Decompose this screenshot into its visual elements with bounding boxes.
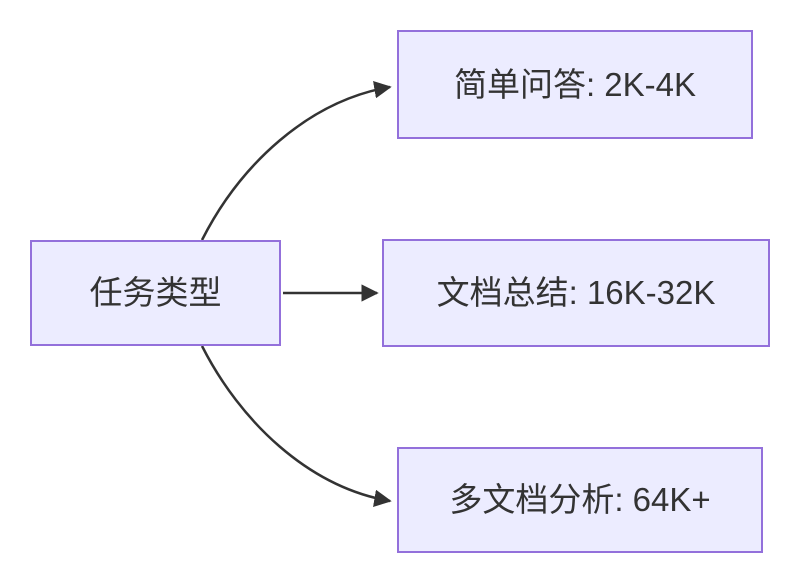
node-task-type-label: 任务类型 bbox=[89, 274, 222, 312]
node-simple-qa-label: 简单问答: 2K-4K bbox=[453, 65, 697, 103]
node-doc-summary: 文档总结: 16K-32K bbox=[382, 239, 770, 347]
edge-root-to-simple-qa bbox=[200, 81, 392, 241]
edge-root-to-multi-doc bbox=[200, 345, 392, 507]
node-simple-qa: 简单问答: 2K-4K bbox=[397, 30, 753, 139]
node-doc-summary-label: 文档总结: 16K-32K bbox=[436, 274, 716, 312]
node-multi-doc-analysis-label: 多文档分析: 64K+ bbox=[449, 481, 711, 519]
node-task-type: 任务类型 bbox=[30, 240, 281, 346]
node-multi-doc-analysis: 多文档分析: 64K+ bbox=[397, 447, 763, 553]
